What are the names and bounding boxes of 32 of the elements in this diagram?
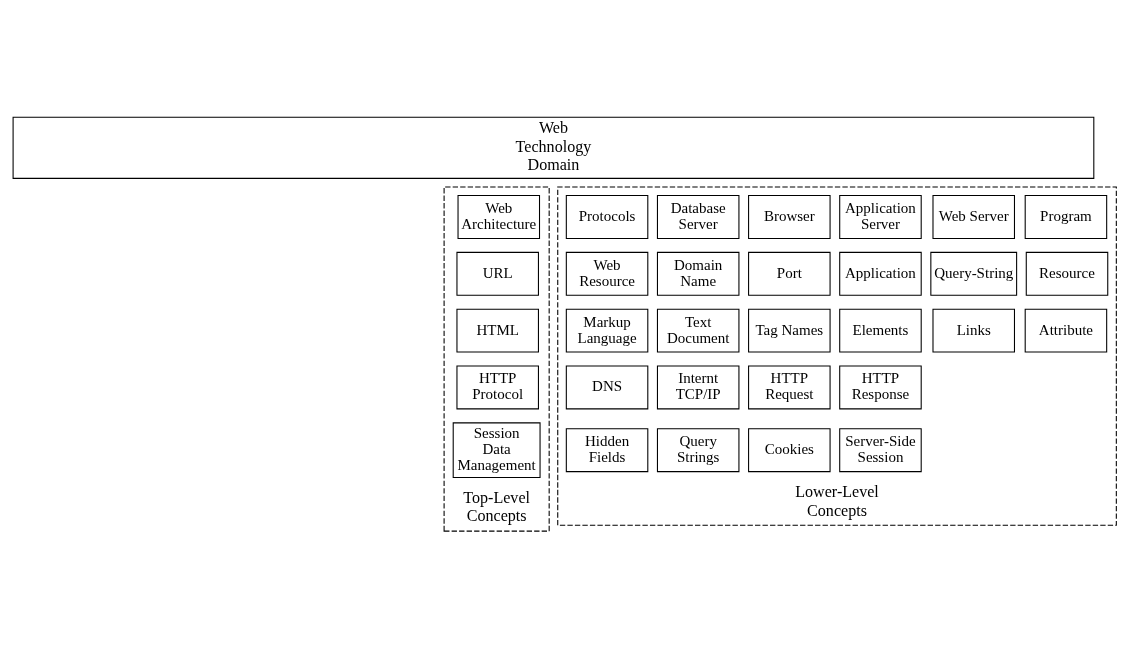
- node-box: Server-Side Session: [839, 427, 922, 472]
- node-box: Tag Names: [748, 308, 831, 353]
- node-box: URL: [456, 251, 539, 296]
- node-box: Resource: [1025, 251, 1109, 296]
- node-box: DNS: [565, 365, 649, 409]
- node-box: Protocols: [565, 194, 649, 239]
- node-box: Hidden Fields: [565, 427, 649, 472]
- node-box: HTTP Response: [839, 365, 922, 409]
- node-box: Database Server: [656, 194, 740, 239]
- node-box: Internt TCP/IP: [656, 365, 740, 409]
- node-box: Application: [839, 251, 922, 296]
- node-box: Text Document: [656, 308, 740, 353]
- node-box: Query-String: [930, 251, 1018, 296]
- node-box: Web Server: [932, 194, 1015, 239]
- node-box: Domain Name: [656, 251, 740, 296]
- node-box: Links: [932, 308, 1015, 353]
- node-box: Web Architecture: [457, 194, 541, 239]
- node-box: Cookies: [748, 427, 831, 472]
- node-box: Web Resource: [565, 251, 649, 296]
- node-box: Markup Language: [565, 308, 649, 353]
- node-box: HTTP Request: [748, 365, 831, 409]
- node-box: Session Data Management: [452, 421, 541, 478]
- node-box: Application Server: [839, 194, 922, 239]
- node-box: Program: [1024, 194, 1108, 239]
- node-box: Query Strings: [656, 427, 740, 472]
- node-box: Attribute: [1024, 308, 1108, 353]
- node-box: Web Technology Domain: [12, 116, 1095, 179]
- node-box: HTML: [456, 308, 539, 353]
- node-box: HTTP Protocol: [456, 365, 539, 409]
- node-box: Port: [748, 251, 831, 296]
- node-box: Elements: [839, 308, 922, 353]
- node-box: Browser: [748, 194, 831, 239]
